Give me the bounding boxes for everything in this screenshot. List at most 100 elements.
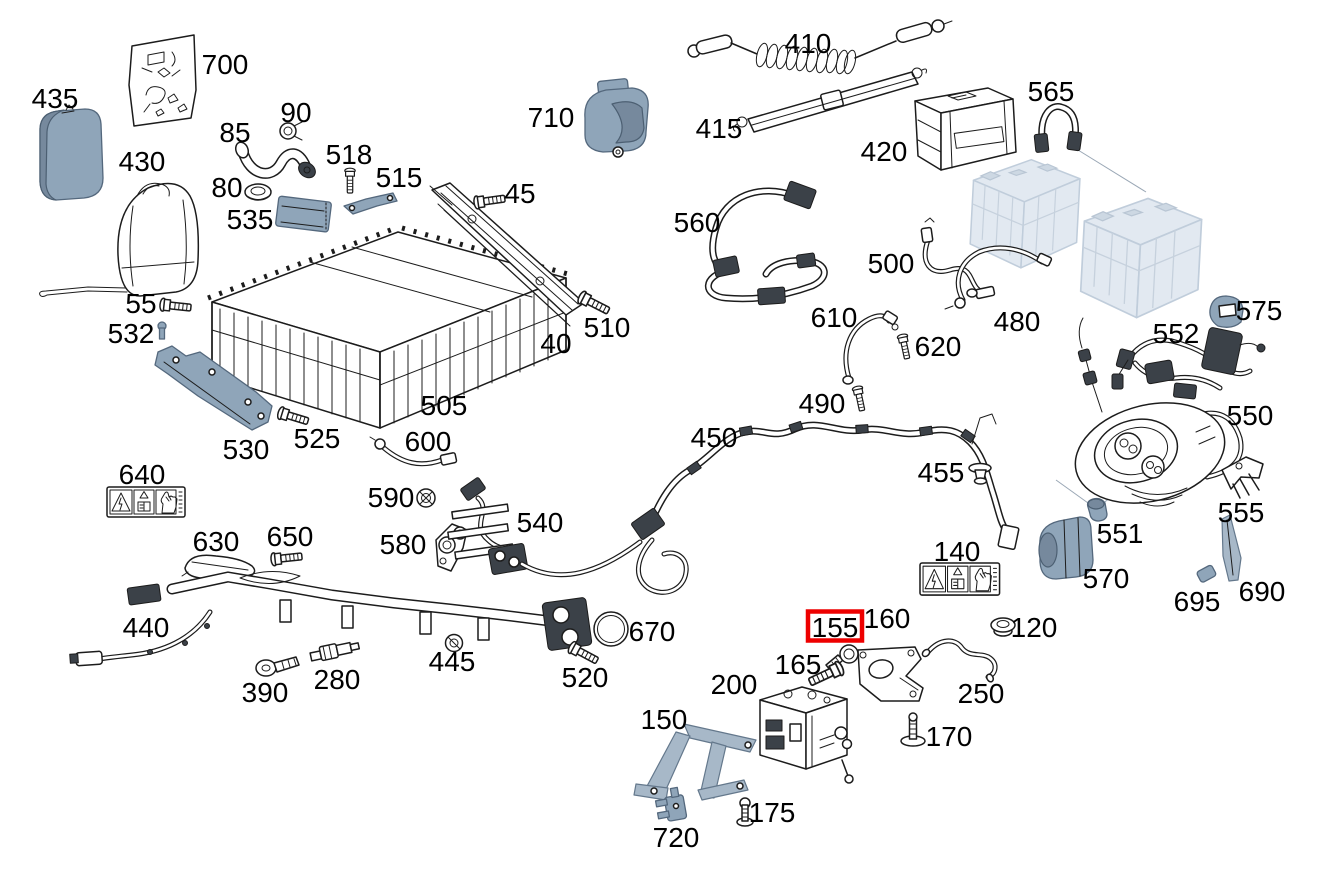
part-label-575[interactable]: 575 <box>1236 295 1283 326</box>
part-445-graphic-grommet-nut <box>444 633 464 653</box>
part-640-graphic-warning-label <box>106 486 186 518</box>
part-label-250[interactable]: 250 <box>958 678 1005 709</box>
part-540-graphic-hv-cable-set <box>447 477 643 578</box>
part-200-graphic-power-module <box>759 686 854 784</box>
part-label-570[interactable]: 570 <box>1083 563 1130 594</box>
part-label-610[interactable]: 610 <box>811 302 858 333</box>
part-80-graphic-grommet <box>244 183 272 201</box>
part-label-532[interactable]: 532 <box>108 318 155 349</box>
part-label-550[interactable]: 550 <box>1227 400 1274 431</box>
part-140-graphic-warning-label <box>919 562 1001 596</box>
part-label-390[interactable]: 390 <box>242 677 289 708</box>
part-label-555[interactable]: 555 <box>1218 497 1265 528</box>
part-label-560[interactable]: 560 <box>674 207 721 238</box>
part-label-455[interactable]: 455 <box>918 457 965 488</box>
part-515-graphic-bracket <box>343 192 398 215</box>
part-label-140[interactable]: 140 <box>934 536 981 567</box>
part-label-165[interactable]: 165 <box>775 649 822 680</box>
part-505-graphic-hv-battery <box>207 225 569 429</box>
part-label-670[interactable]: 670 <box>629 616 676 647</box>
part-532-graphic-screw <box>157 321 167 340</box>
part-label-430[interactable]: 430 <box>119 146 166 177</box>
part-label-710[interactable]: 710 <box>528 102 575 133</box>
part-535-graphic-control-module <box>275 195 332 233</box>
part-label-450[interactable]: 450 <box>691 422 738 453</box>
part-label-505[interactable]: 505 <box>421 390 468 421</box>
part-label-551[interactable]: 551 <box>1097 518 1144 549</box>
part-label-480[interactable]: 480 <box>994 306 1041 337</box>
part-150-graphic-mount-bracket <box>633 723 757 801</box>
part-120-graphic-grommet <box>990 617 1016 637</box>
part-label-518[interactable]: 518 <box>326 139 373 170</box>
part-label-535[interactable]: 535 <box>227 204 274 235</box>
part-590-graphic-grommet <box>416 488 436 508</box>
part-label-200[interactable]: 200 <box>711 669 758 700</box>
part-label-440[interactable]: 440 <box>123 612 170 643</box>
part-455-graphic-clip <box>968 462 992 485</box>
part-610-graphic-vent-hose <box>842 310 899 385</box>
part-label-40[interactable]: 40 <box>540 328 571 359</box>
part-label-490[interactable]: 490 <box>799 388 846 419</box>
part-label-410[interactable]: 410 <box>785 28 832 59</box>
part-label-565[interactable]: 565 <box>1028 76 1075 107</box>
part-label-515[interactable]: 515 <box>376 162 423 193</box>
part-label-155[interactable]: 155 <box>812 612 859 643</box>
part-label-540[interactable]: 540 <box>517 507 564 538</box>
part-552-graphic-sensor-harness <box>1111 327 1266 400</box>
part-label-150[interactable]: 150 <box>641 704 688 735</box>
part-710-graphic-coolant-pump <box>584 78 649 158</box>
part-label-160[interactable]: 160 <box>864 603 911 634</box>
part-170-graphic-screw <box>900 712 926 747</box>
part-570-graphic-bellows-boot <box>1038 516 1094 580</box>
part-label-690[interactable]: 690 <box>1239 576 1286 607</box>
part-label-530[interactable]: 530 <box>223 434 270 465</box>
part-label-415[interactable]: 415 <box>696 113 743 144</box>
part-label-552[interactable]: 552 <box>1153 318 1200 349</box>
part-label-650[interactable]: 650 <box>267 521 314 552</box>
part-label-420[interactable]: 420 <box>861 136 908 167</box>
part-555-graphic-connector <box>1221 456 1264 499</box>
part-390-graphic-bolt <box>255 656 300 677</box>
part-label-80[interactable]: 80 <box>211 172 242 203</box>
part-label-120[interactable]: 120 <box>1011 612 1058 643</box>
part-label-620[interactable]: 620 <box>915 331 962 362</box>
part-label-500[interactable]: 500 <box>868 248 915 279</box>
part-85-graphic-hose <box>234 141 316 179</box>
part-label-600[interactable]: 600 <box>405 426 452 457</box>
part-720-graphic-small-bracket <box>654 786 688 822</box>
leader-line-565 <box>1077 149 1147 193</box>
part-600-graphic-bonding-cable <box>369 436 458 467</box>
part-label-590[interactable]: 590 <box>368 482 415 513</box>
part-160-graphic-bracket <box>857 646 924 702</box>
part-551-graphic-plug <box>1086 497 1108 522</box>
part-575-graphic-cap <box>1209 295 1244 328</box>
part-250-graphic-drain-hose <box>921 638 998 683</box>
part-435-graphic-pouch <box>39 104 104 201</box>
part-670-graphic-seal-ring <box>593 611 629 647</box>
part-500-graphic-ground-cable <box>920 217 996 300</box>
part-label-435[interactable]: 435 <box>32 83 79 114</box>
part-label-640[interactable]: 640 <box>119 459 166 490</box>
part-label-85[interactable]: 85 <box>219 117 250 148</box>
part-label-445[interactable]: 445 <box>429 646 476 677</box>
part-label-45[interactable]: 45 <box>504 178 535 209</box>
part-label-510[interactable]: 510 <box>584 312 631 343</box>
part-label-90[interactable]: 90 <box>280 97 311 128</box>
part-label-580[interactable]: 580 <box>380 529 427 560</box>
part-label-525[interactable]: 525 <box>294 423 341 454</box>
part-label-175[interactable]: 175 <box>749 797 796 828</box>
part-label-280[interactable]: 280 <box>314 664 361 695</box>
part-415-graphic-strap <box>732 67 927 133</box>
part-label-720[interactable]: 720 <box>653 822 700 853</box>
part-430-graphic-storage-bag <box>39 182 200 297</box>
part-label-520[interactable]: 520 <box>562 662 609 693</box>
part-label-170[interactable]: 170 <box>926 721 973 752</box>
part-label-55[interactable]: 55 <box>125 288 156 319</box>
part-label-630[interactable]: 630 <box>193 526 240 557</box>
part-label-695[interactable]: 695 <box>1174 586 1221 617</box>
part-410-graphic-charging-cable <box>687 19 953 75</box>
part-label-700[interactable]: 700 <box>202 49 249 80</box>
part-280-graphic-adapter <box>309 641 361 662</box>
